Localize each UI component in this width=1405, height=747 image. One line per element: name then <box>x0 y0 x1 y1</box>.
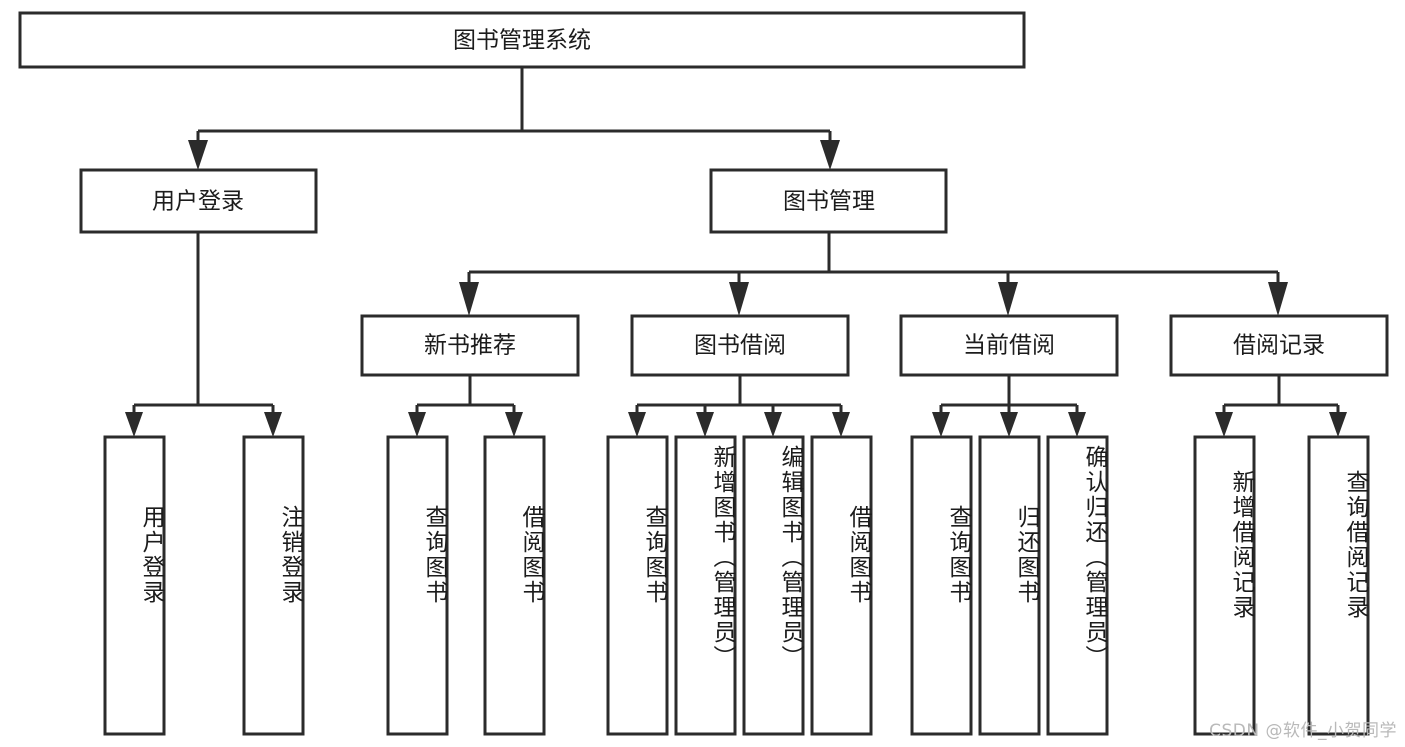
new-book-recommend-label: 新书推荐 <box>424 333 516 359</box>
arrow-to-leaf-bb-1 <box>628 412 646 437</box>
csdn-watermark: CSDN @软件_小贺同学 <box>1209 721 1397 741</box>
leaf-box-bb-2[interactable] <box>674 435 737 736</box>
arrow-to-user-login <box>188 140 208 170</box>
leaf-box-cb-1[interactable] <box>910 435 973 736</box>
leaf-box-cb-2[interactable] <box>978 435 1041 736</box>
borrow-records-box[interactable] <box>1169 314 1389 377</box>
arrow-to-leaf-cb-1 <box>932 412 950 437</box>
arrow-to-leaf-br-2 <box>1329 412 1347 437</box>
connector-borrow-records-to-leaves <box>1215 375 1347 437</box>
arrow-to-leaf-cb-2 <box>1000 412 1018 437</box>
arrow-to-leaf-bb-2 <box>696 412 714 437</box>
borrow-records-label: 借阅记录 <box>1233 333 1325 359</box>
connector-root-to-level2 <box>188 67 840 170</box>
arrow-to-borrow-records <box>1268 282 1288 316</box>
arrow-to-leaf-nbr-1 <box>408 412 426 437</box>
connector-current-borrow-to-leaves <box>932 375 1086 437</box>
arrow-to-leaf-bb-3 <box>764 412 782 437</box>
current-borrow-box[interactable] <box>899 314 1119 377</box>
book-borrow-box[interactable] <box>630 314 850 377</box>
node-borrow-records[interactable]: 借阅记录 <box>1169 314 1389 377</box>
leaf-box-user-login-2[interactable] <box>242 435 305 736</box>
book-manage-label: 图书管理 <box>783 189 875 215</box>
connector-new-book-recommend-to-leaves <box>408 375 523 437</box>
leaf-box-cb-3[interactable] <box>1046 435 1109 736</box>
connector-user-login-to-leaves <box>125 232 282 437</box>
arrow-to-leaf-logout <box>264 412 282 437</box>
arrow-to-leaf-user-login <box>125 412 143 437</box>
arrow-to-leaf-cb-3 <box>1068 412 1086 437</box>
arrow-to-book-manage <box>820 140 840 170</box>
arrow-to-leaf-br-1 <box>1215 412 1233 437</box>
connector-book-manage-to-level3 <box>459 232 1288 316</box>
root-label: 图书管理系统 <box>453 28 591 54</box>
node-user-login[interactable]: 用户登录 <box>79 168 318 234</box>
user-login-label: 用户登录 <box>152 189 244 215</box>
leaf-box-bb-3[interactable] <box>742 435 805 736</box>
leaf-box-bb-4[interactable] <box>810 435 873 736</box>
book-manage-box[interactable] <box>709 168 948 234</box>
arrow-to-leaf-nbr-2 <box>505 412 523 437</box>
node-book-borrow[interactable]: 图书借阅 <box>630 314 850 377</box>
new-book-recommend-box[interactable] <box>360 314 580 377</box>
leaf-box-nbr-1[interactable] <box>386 435 449 736</box>
node-current-borrow[interactable]: 当前借阅 <box>899 314 1119 377</box>
node-new-book-recommend[interactable]: 新书推荐 <box>360 314 580 377</box>
leaf-box-nbr-2[interactable] <box>483 435 546 736</box>
node-book-manage[interactable]: 图书管理 <box>709 168 948 234</box>
arrow-to-current-borrow <box>998 282 1018 316</box>
leaf-box-br-2[interactable] <box>1307 435 1370 736</box>
leaf-box-user-login-1[interactable] <box>103 435 166 736</box>
book-borrow-label: 图书借阅 <box>694 333 786 359</box>
arrow-to-new-book-recommend <box>459 282 479 316</box>
root-box[interactable] <box>18 11 1026 69</box>
arrow-to-book-borrow <box>729 282 749 316</box>
arrow-to-leaf-bb-4 <box>832 412 850 437</box>
leaf-box-bb-1[interactable] <box>606 435 669 736</box>
node-root[interactable]: 图书管理系统 <box>18 11 1026 69</box>
current-borrow-label: 当前借阅 <box>963 333 1055 359</box>
connector-book-borrow-to-leaves <box>628 375 850 437</box>
leaf-box-br-1[interactable] <box>1193 435 1256 736</box>
